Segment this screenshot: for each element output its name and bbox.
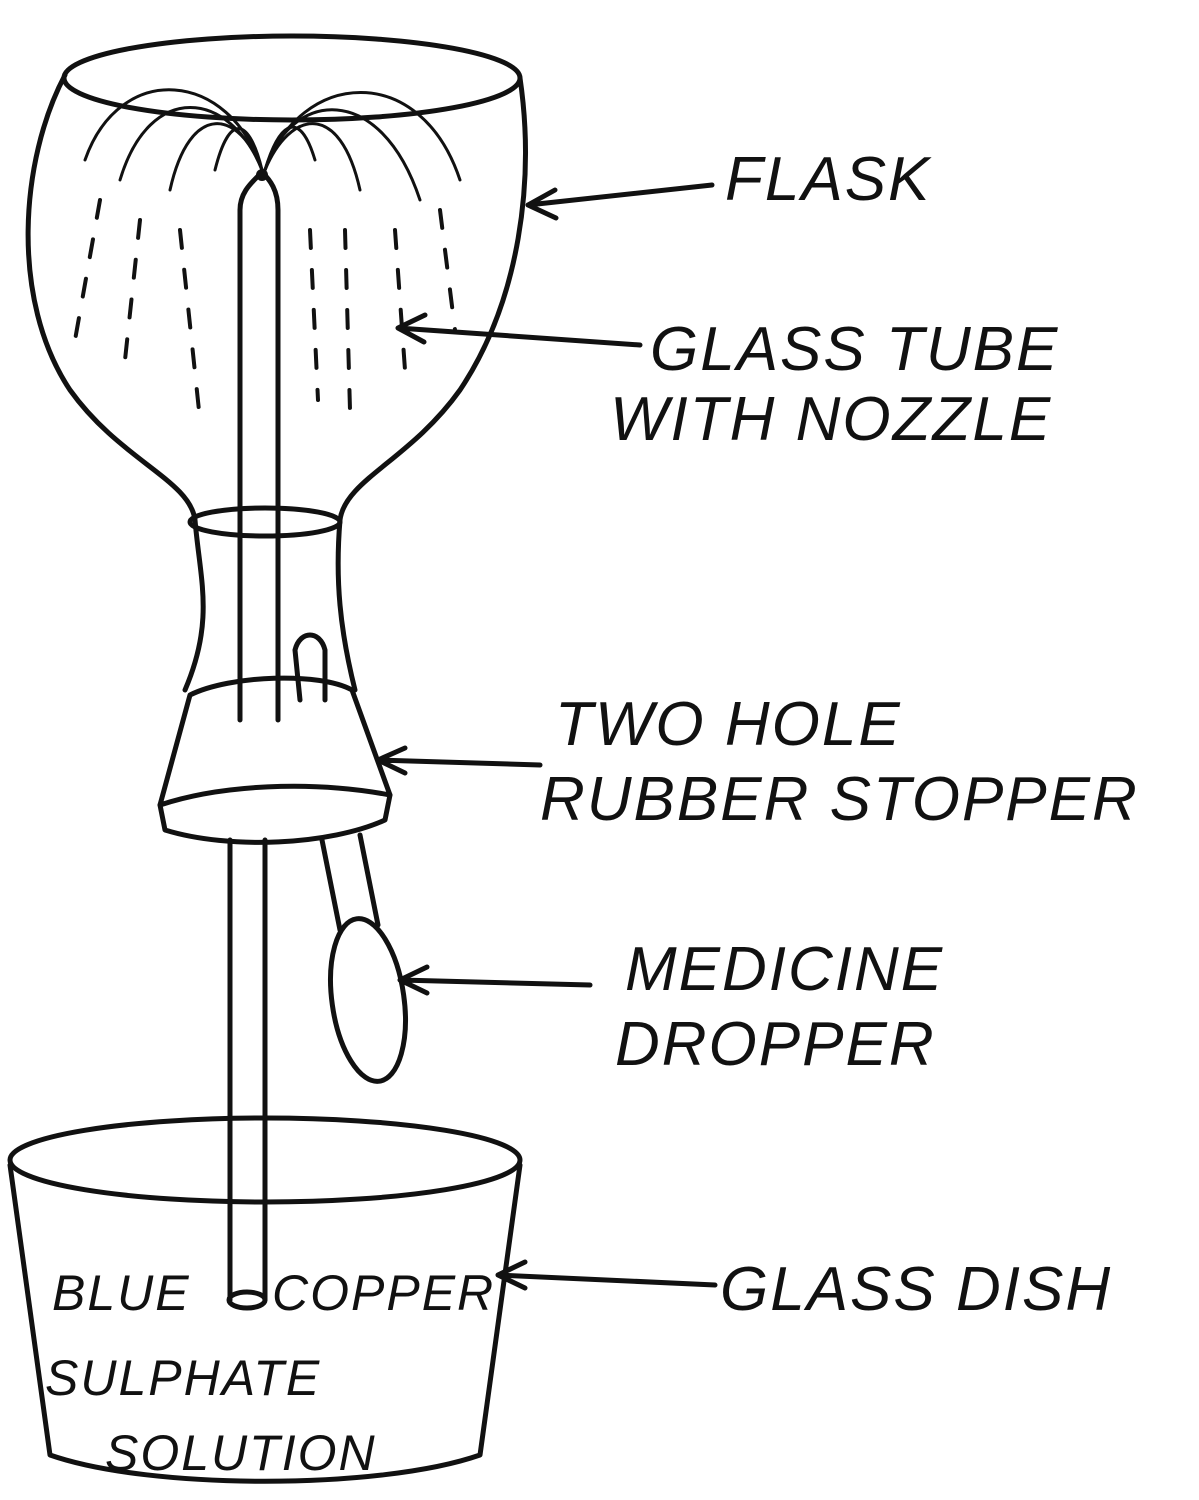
label-dropper-1: MEDICINE bbox=[625, 935, 944, 1004]
label-stopper-1: TWO HOLE bbox=[555, 690, 902, 759]
glass-dish bbox=[7, 1115, 523, 1484]
solution-text-sulphate: SULPHATE bbox=[45, 1350, 321, 1406]
label-flask: FLASK bbox=[725, 145, 932, 214]
medicine-dropper bbox=[319, 832, 408, 1084]
label-glass-tube-2: WITH NOZZLE bbox=[610, 385, 1052, 454]
glass-tube bbox=[226, 169, 281, 1311]
label-stopper-2: RUBBER STOPPER bbox=[540, 765, 1139, 834]
label-arrows bbox=[375, 182, 718, 1291]
solution-text: BLUE COPPER SULPHATE SOLUTION bbox=[45, 1265, 495, 1481]
solution-text-copper: COPPER bbox=[272, 1265, 495, 1321]
label-dropper-2: DROPPER bbox=[615, 1010, 936, 1079]
label-glass-tube-1: GLASS TUBE bbox=[650, 315, 1059, 384]
solution-text-solution: SOLUTION bbox=[105, 1425, 377, 1481]
solution-text-blue: BLUE bbox=[52, 1265, 191, 1321]
water-spray bbox=[73, 88, 462, 422]
rubber-stopper bbox=[157, 632, 393, 845]
label-dish: GLASS DISH bbox=[720, 1255, 1112, 1324]
flask bbox=[25, 33, 528, 693]
